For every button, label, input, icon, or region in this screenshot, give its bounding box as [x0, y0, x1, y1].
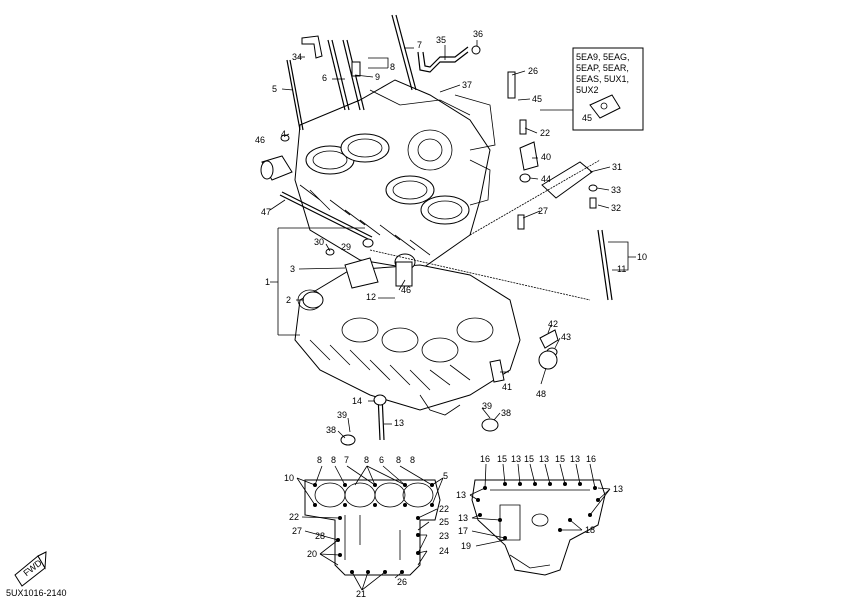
callout-label: 32: [611, 203, 621, 213]
callout-label: 40: [541, 152, 551, 162]
callout-label: 4: [281, 129, 286, 139]
callout-label: 27: [292, 526, 302, 536]
callout-label: 21: [356, 589, 366, 599]
callout-label: 42: [548, 319, 558, 329]
callout-label: 2: [286, 295, 291, 305]
callout-label: 6: [379, 455, 384, 465]
callout-label: 10: [637, 252, 647, 262]
misc-parts: [260, 35, 598, 446]
callout-label: 39: [482, 401, 492, 411]
callout-label: 29: [341, 242, 351, 252]
callout-label: 8: [390, 62, 395, 72]
inset-model-line: 5EAS, 5UX1,: [576, 74, 629, 84]
inset-model-line: 5EAP, 5EAR,: [576, 63, 629, 73]
callout-label: 20: [307, 549, 317, 559]
callout-label: 22: [540, 128, 550, 138]
callout-label: 13: [570, 454, 580, 464]
callout-label: 28: [315, 531, 325, 541]
callout-label: 8: [410, 455, 415, 465]
model-inset-box: [540, 47, 644, 131]
callout-label: 45: [532, 94, 542, 104]
callout-label: 13: [458, 513, 468, 523]
callout-label: 47: [261, 207, 271, 217]
callout-label: 10: [284, 473, 294, 483]
callout-label: 30: [314, 237, 324, 247]
inset-model-line: 5UX2: [576, 85, 599, 95]
callout-label: 7: [344, 455, 349, 465]
callout-label: 1: [265, 277, 270, 287]
fwd-arrow: FWD: [14, 551, 47, 587]
callout-label: 23: [439, 531, 449, 541]
callout-label: 46: [255, 135, 265, 145]
callout-label: 27: [538, 206, 548, 216]
callout-label: 7: [417, 40, 422, 50]
callout-label: 25: [439, 517, 449, 527]
callout-label: 16: [480, 454, 490, 464]
callout-label: 34: [292, 52, 302, 62]
callout-label: 44: [541, 174, 551, 184]
callout-label: 18: [585, 525, 595, 535]
right-bolt-pattern-detail: [469, 463, 611, 576]
callout-label: 31: [612, 162, 622, 172]
callout-label: 41: [502, 382, 512, 392]
callout-label: 11: [617, 264, 626, 274]
callout-label: 15: [524, 454, 534, 464]
callout-label: 22: [289, 512, 299, 522]
callout-label: 14: [352, 396, 362, 406]
inset-text: 5EA9, 5EAG, 5EAP, 5EAR, 5EAS, 5UX1, 5UX2…: [576, 52, 630, 123]
upper-crankcase: [294, 79, 496, 271]
callout-label: 15: [497, 454, 507, 464]
lower-crankcase: [294, 264, 521, 416]
callout-label: 38: [501, 408, 511, 418]
left-detail-labels: 8 8 7 8 6 8 8 10 5 22 22 27 25 28 23 20 …: [284, 455, 449, 599]
callout-label: 8: [396, 455, 401, 465]
callout-label: 5: [443, 471, 448, 481]
callout-label: 8: [317, 455, 322, 465]
callout-label: 12: [366, 292, 376, 302]
callout-label: 13: [539, 454, 549, 464]
figure-code: 5UX1016-2140: [6, 588, 67, 598]
callout-label: 13: [456, 490, 466, 500]
callout-label: 8: [364, 455, 369, 465]
studs-and-bolts: [279, 14, 613, 441]
callout-label: 36: [473, 29, 483, 39]
callout-label: 9: [375, 72, 380, 82]
callout-label: 16: [586, 454, 596, 464]
callout-label: 13: [613, 484, 623, 494]
callout-label: 26: [397, 577, 407, 587]
callout-label: 26: [528, 66, 538, 76]
inset-callout: 45: [582, 113, 592, 123]
callout-label: 24: [439, 546, 449, 556]
callout-label: 13: [394, 418, 404, 428]
callout-label: 19: [461, 541, 471, 551]
callout-label: 38: [326, 425, 336, 435]
callout-label: 39: [337, 410, 347, 420]
callout-label: 46: [401, 285, 411, 295]
callout-label: 33: [611, 185, 621, 195]
callout-label: 48: [536, 389, 546, 399]
callout-label: 8: [331, 455, 336, 465]
callout-label: 43: [561, 332, 571, 342]
leader-lines: [269, 40, 636, 439]
callout-label: 3: [290, 264, 295, 274]
inset-model-line: 5EA9, 5EAG,: [576, 52, 630, 62]
right-detail-labels: 16 15 13 15 13 15 13 16 13 13 13 17 18 1…: [456, 454, 623, 551]
callout-label: 35: [436, 35, 446, 45]
callout-label: 37: [462, 80, 472, 90]
callout-label: 6: [322, 73, 327, 83]
callout-label: 15: [555, 454, 565, 464]
left-bolt-pattern-detail: [296, 465, 444, 591]
callout-label: 5: [272, 84, 277, 94]
callout-label: 22: [439, 504, 449, 514]
main-callout-labels: 36 35 7 34 8 9 6 5 26 37 45 22 4 46 40 4…: [255, 29, 647, 435]
callout-label: 17: [458, 526, 468, 536]
callout-label: 13: [511, 454, 521, 464]
